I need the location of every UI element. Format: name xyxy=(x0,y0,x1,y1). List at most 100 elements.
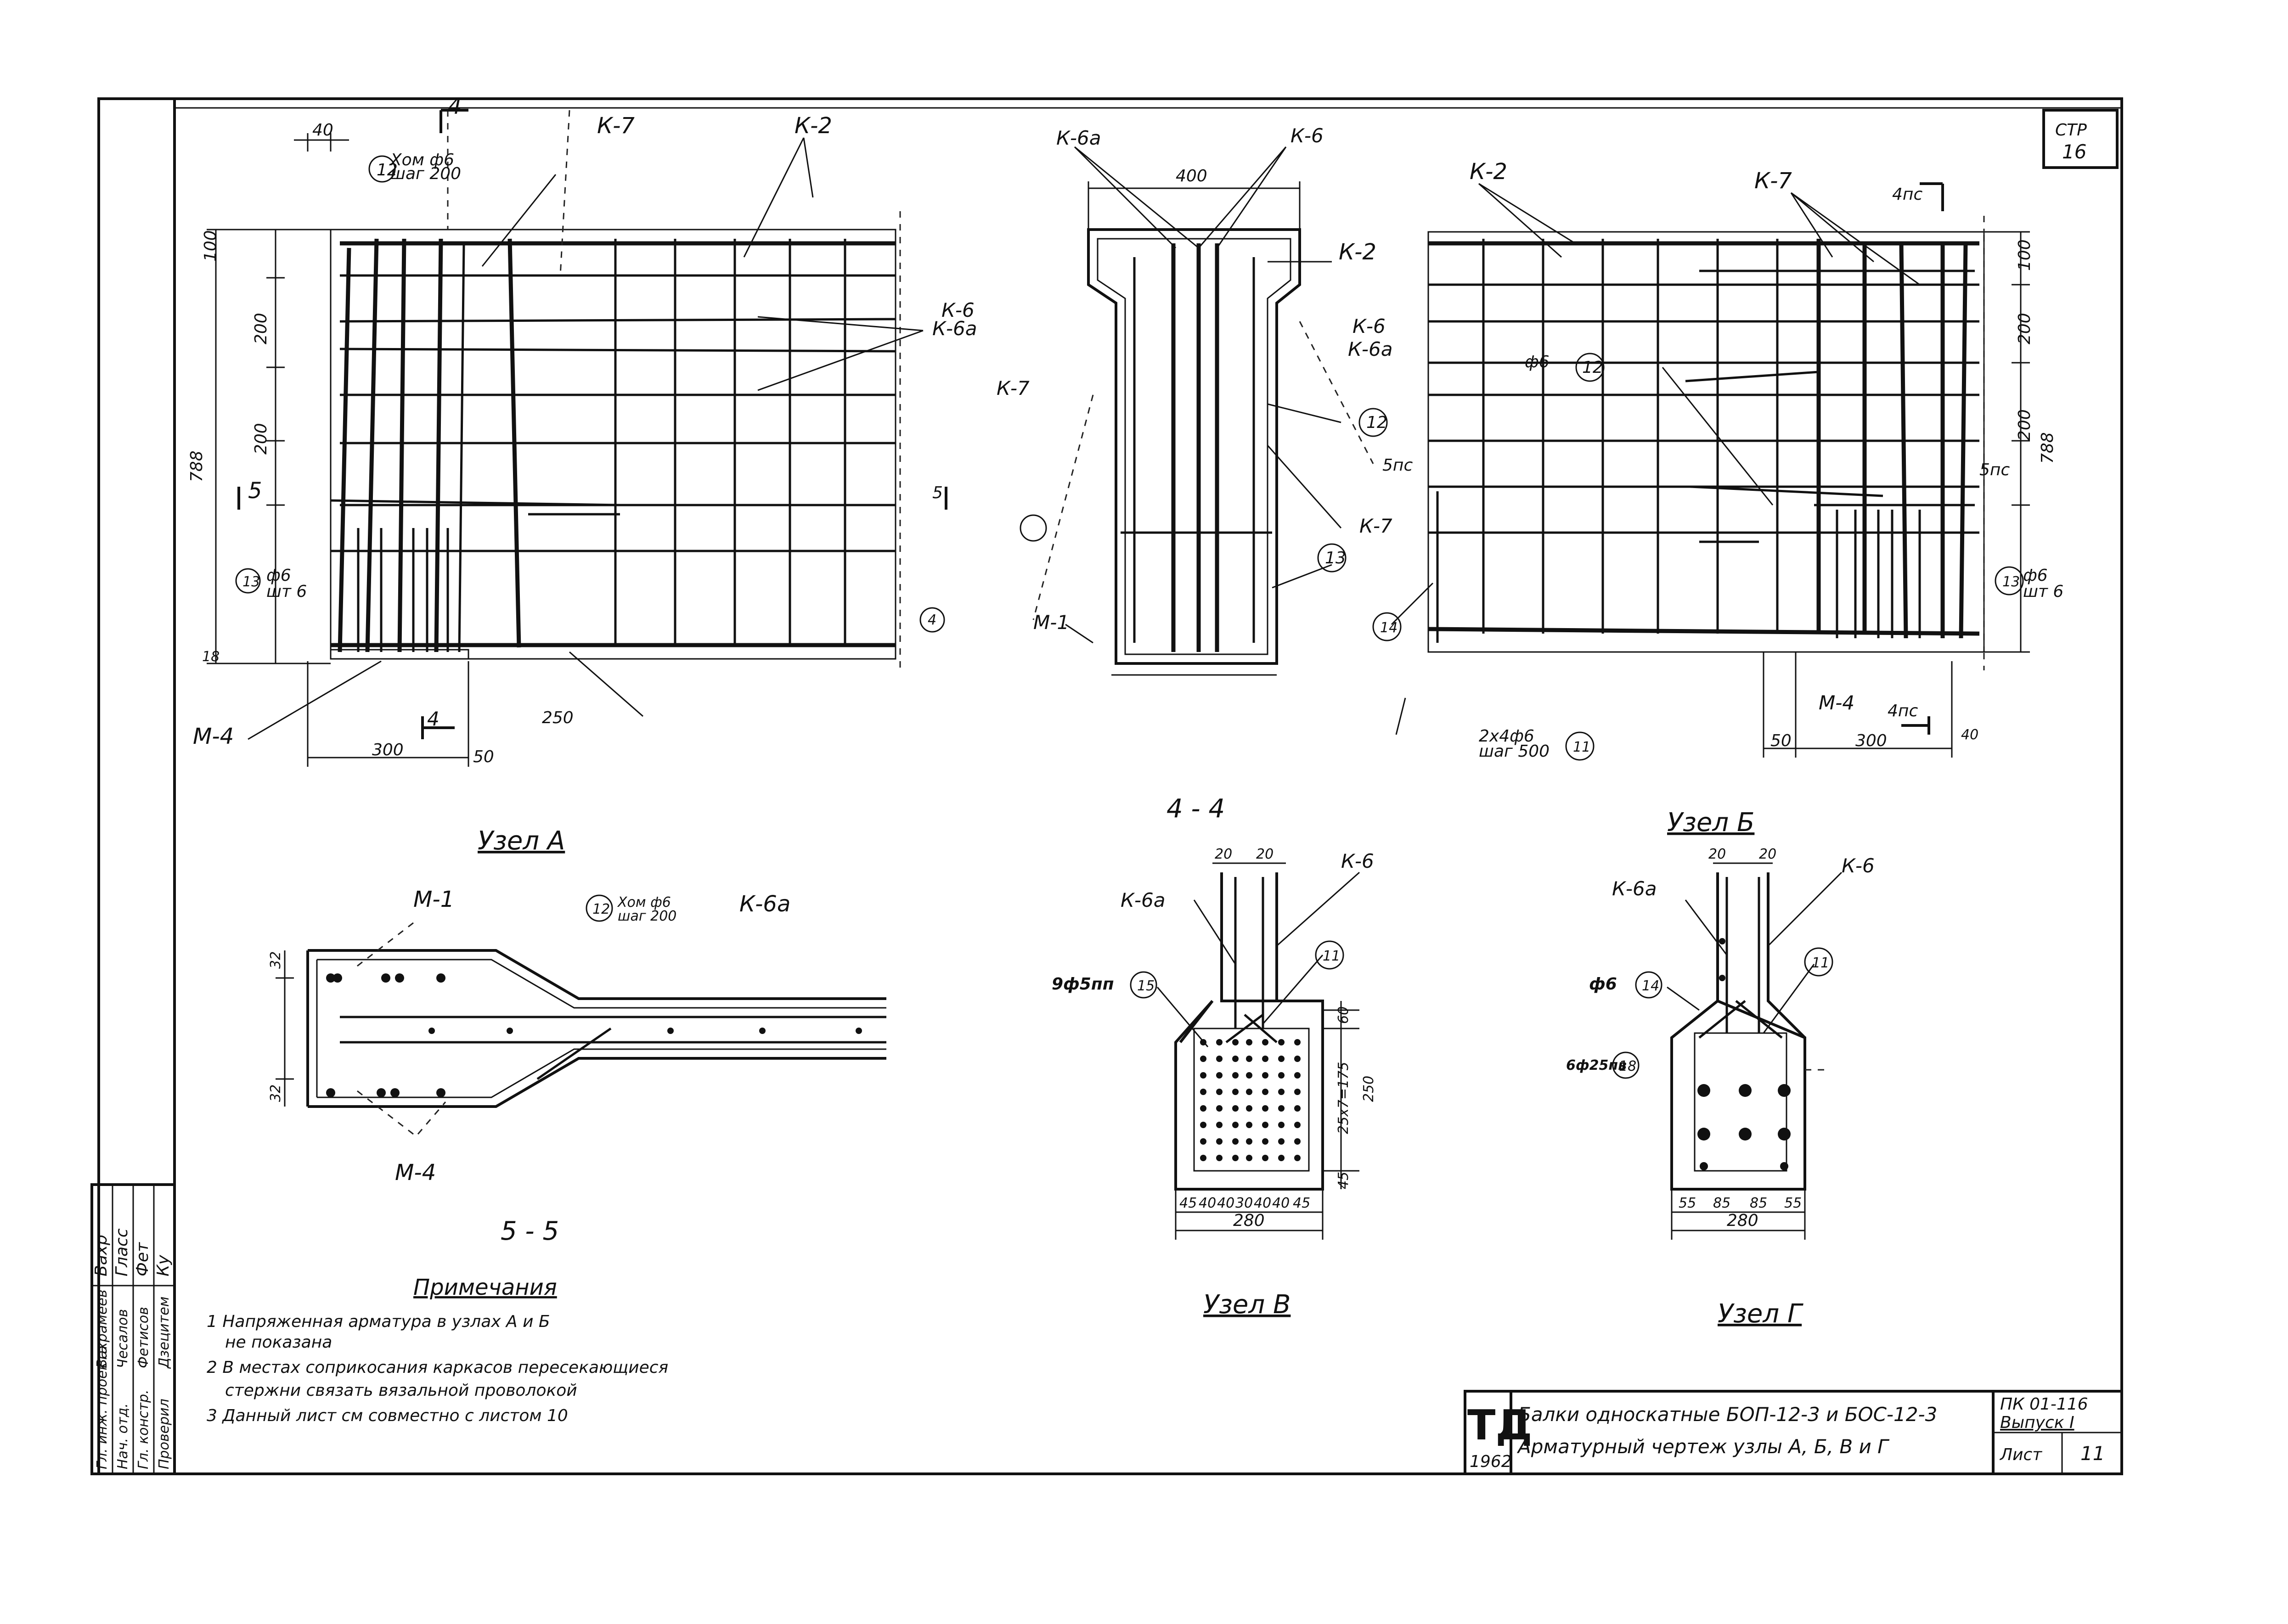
dim-25x7-v: 25х7=175 xyxy=(1336,1062,1352,1134)
node-v-section xyxy=(1130,862,1360,1240)
dim-g-0: 55 xyxy=(1679,1195,1696,1211)
dim-40-a: 40 xyxy=(312,121,333,140)
note-line-5: 3 Данный лист см совместно с листом 10 xyxy=(207,1406,568,1425)
center-cross-section xyxy=(1020,146,1388,676)
label-k7-center: К-7 xyxy=(997,377,1030,399)
stamp-sign-3: Фет xyxy=(133,1242,152,1276)
title-node-b: Узел Б xyxy=(1667,808,1754,837)
rebar-dot xyxy=(1262,1056,1268,1062)
callout-12-b: 12 xyxy=(1582,358,1603,377)
dim-400-center: 400 xyxy=(1176,167,1207,185)
rebar-dot xyxy=(1278,1155,1285,1161)
rebar-dot xyxy=(1246,1056,1252,1062)
callout-13-center: 13 xyxy=(1325,549,1346,568)
callout-4-a: 4 xyxy=(928,612,936,628)
cut-4pc-top-b: 4пс xyxy=(1892,185,1922,204)
rebar-dot xyxy=(1200,1122,1206,1128)
rebar-dot xyxy=(1232,1122,1239,1128)
rebar-dot xyxy=(1246,1039,1252,1045)
label-phi6-b: ф6 xyxy=(1525,353,1550,371)
label-k7-b: К-7 xyxy=(1754,168,1792,194)
rebar-dot xyxy=(1262,1138,1268,1145)
dim-300-a: 300 xyxy=(372,741,404,759)
dim-32-55b: 32 xyxy=(268,1085,284,1102)
stamp-name-2: Чесалов xyxy=(115,1309,131,1368)
rebar-dot xyxy=(1278,1089,1285,1095)
rebar-dot xyxy=(1216,1089,1223,1095)
node-g-bottom-dims: 55 85 85 55 xyxy=(1679,1195,1802,1211)
rebar-dot xyxy=(1246,1089,1252,1095)
label-k2-a: К-2 xyxy=(795,113,832,139)
rebar-dot xyxy=(1232,1089,1239,1095)
stamp-sign-4: Ку xyxy=(154,1254,173,1276)
dim-g-1: 85 xyxy=(1713,1195,1730,1211)
rebar-dot xyxy=(1216,1039,1223,1045)
rebar-dot xyxy=(1262,1039,1268,1045)
callout-13-a: 13 xyxy=(242,574,260,590)
callout-14-b: 14 xyxy=(1380,620,1398,636)
node-v-bottom-dims: 45 40 40 30 40 40 45 xyxy=(1179,1195,1310,1211)
stamp-sign-1: Вахр xyxy=(92,1235,111,1276)
dim-100-b: 100 xyxy=(2015,239,2034,271)
rebar-dot xyxy=(1200,1056,1206,1062)
rebar-dot xyxy=(1216,1105,1223,1112)
dim-20-v2: 20 xyxy=(1256,846,1274,862)
rebar-dot xyxy=(1232,1072,1239,1079)
page-number-box: СТР 16 xyxy=(2042,109,2119,169)
callout-12-a: 12 xyxy=(377,161,398,180)
label-pcs6-b: шт 6 xyxy=(2023,582,2063,601)
rebar-dot xyxy=(1200,1089,1206,1095)
node-g-dots xyxy=(1697,938,1791,1170)
stamp-row-4: Проверил xyxy=(156,1399,172,1469)
rebar-dot xyxy=(1246,1155,1252,1161)
label-pcs6-a: шт 6 xyxy=(266,582,307,601)
callout-13-b: 13 xyxy=(2002,574,2020,590)
note-line-1: 1 Напряженная арматура в узлах А и Б xyxy=(207,1312,550,1331)
rebar-dot xyxy=(1294,1089,1301,1095)
rebar-dot xyxy=(1278,1039,1285,1045)
note-line-2: не показана xyxy=(225,1333,332,1352)
rebar-dot xyxy=(1216,1072,1223,1079)
node-g-section xyxy=(1612,862,1843,1240)
dim-250-a: 250 xyxy=(542,708,574,727)
stamp-sign-2: Гласс xyxy=(113,1228,131,1276)
dim-200-b2: 200 xyxy=(2015,409,2034,441)
dim-280-v: 280 xyxy=(1233,1211,1265,1230)
rebar-dot xyxy=(1262,1155,1268,1161)
sheet-label: Лист xyxy=(1999,1445,2042,1464)
dim-60-v: 60 xyxy=(1336,1006,1352,1024)
rebar-dot xyxy=(1262,1105,1268,1112)
rebar-dot xyxy=(1200,1138,1206,1145)
dim-v-5: 40 xyxy=(1272,1195,1290,1211)
page-number: 16 xyxy=(2062,140,2086,163)
label-k6a-g: К-6а xyxy=(1612,877,1657,900)
label-m4-55: М-4 xyxy=(395,1160,436,1186)
dim-v-1: 40 xyxy=(1199,1195,1216,1211)
rebar-dot xyxy=(1246,1122,1252,1128)
outer-frame xyxy=(97,97,2123,1475)
title-node-a: Узел А xyxy=(478,826,565,856)
rebar-dot xyxy=(1294,1056,1301,1062)
label-phi6-a: ф6 xyxy=(266,566,291,585)
rebar-dot xyxy=(1294,1155,1301,1161)
cut-4-a: 4 xyxy=(427,708,440,730)
rebar-dot xyxy=(1200,1072,1206,1079)
dim-300-b: 300 xyxy=(1855,731,1887,750)
rebar-dot xyxy=(1262,1122,1268,1128)
label-k6a-b: К-6а xyxy=(1348,338,1392,360)
dim-200-b1: 200 xyxy=(2015,313,2034,344)
rebar-dot xyxy=(1216,1056,1223,1062)
dim-18-a: 18 xyxy=(202,649,220,665)
rebar-dot xyxy=(1278,1122,1285,1128)
page-label: СТР xyxy=(2055,121,2087,140)
dim-32-55: 32 xyxy=(268,951,284,969)
callout-12-center: 12 xyxy=(1366,413,1387,432)
stamp-name-1: Вахрамеев xyxy=(94,1290,110,1368)
label-6phi25-g: 6ф25пв xyxy=(1566,1057,1627,1073)
section-5-5 xyxy=(276,894,886,1135)
dim-v-0: 45 xyxy=(1179,1195,1197,1211)
node-b-elevation xyxy=(1372,182,2030,761)
label-step200-a: шаг 200 xyxy=(390,164,461,183)
rebar-dot xyxy=(1232,1039,1239,1045)
